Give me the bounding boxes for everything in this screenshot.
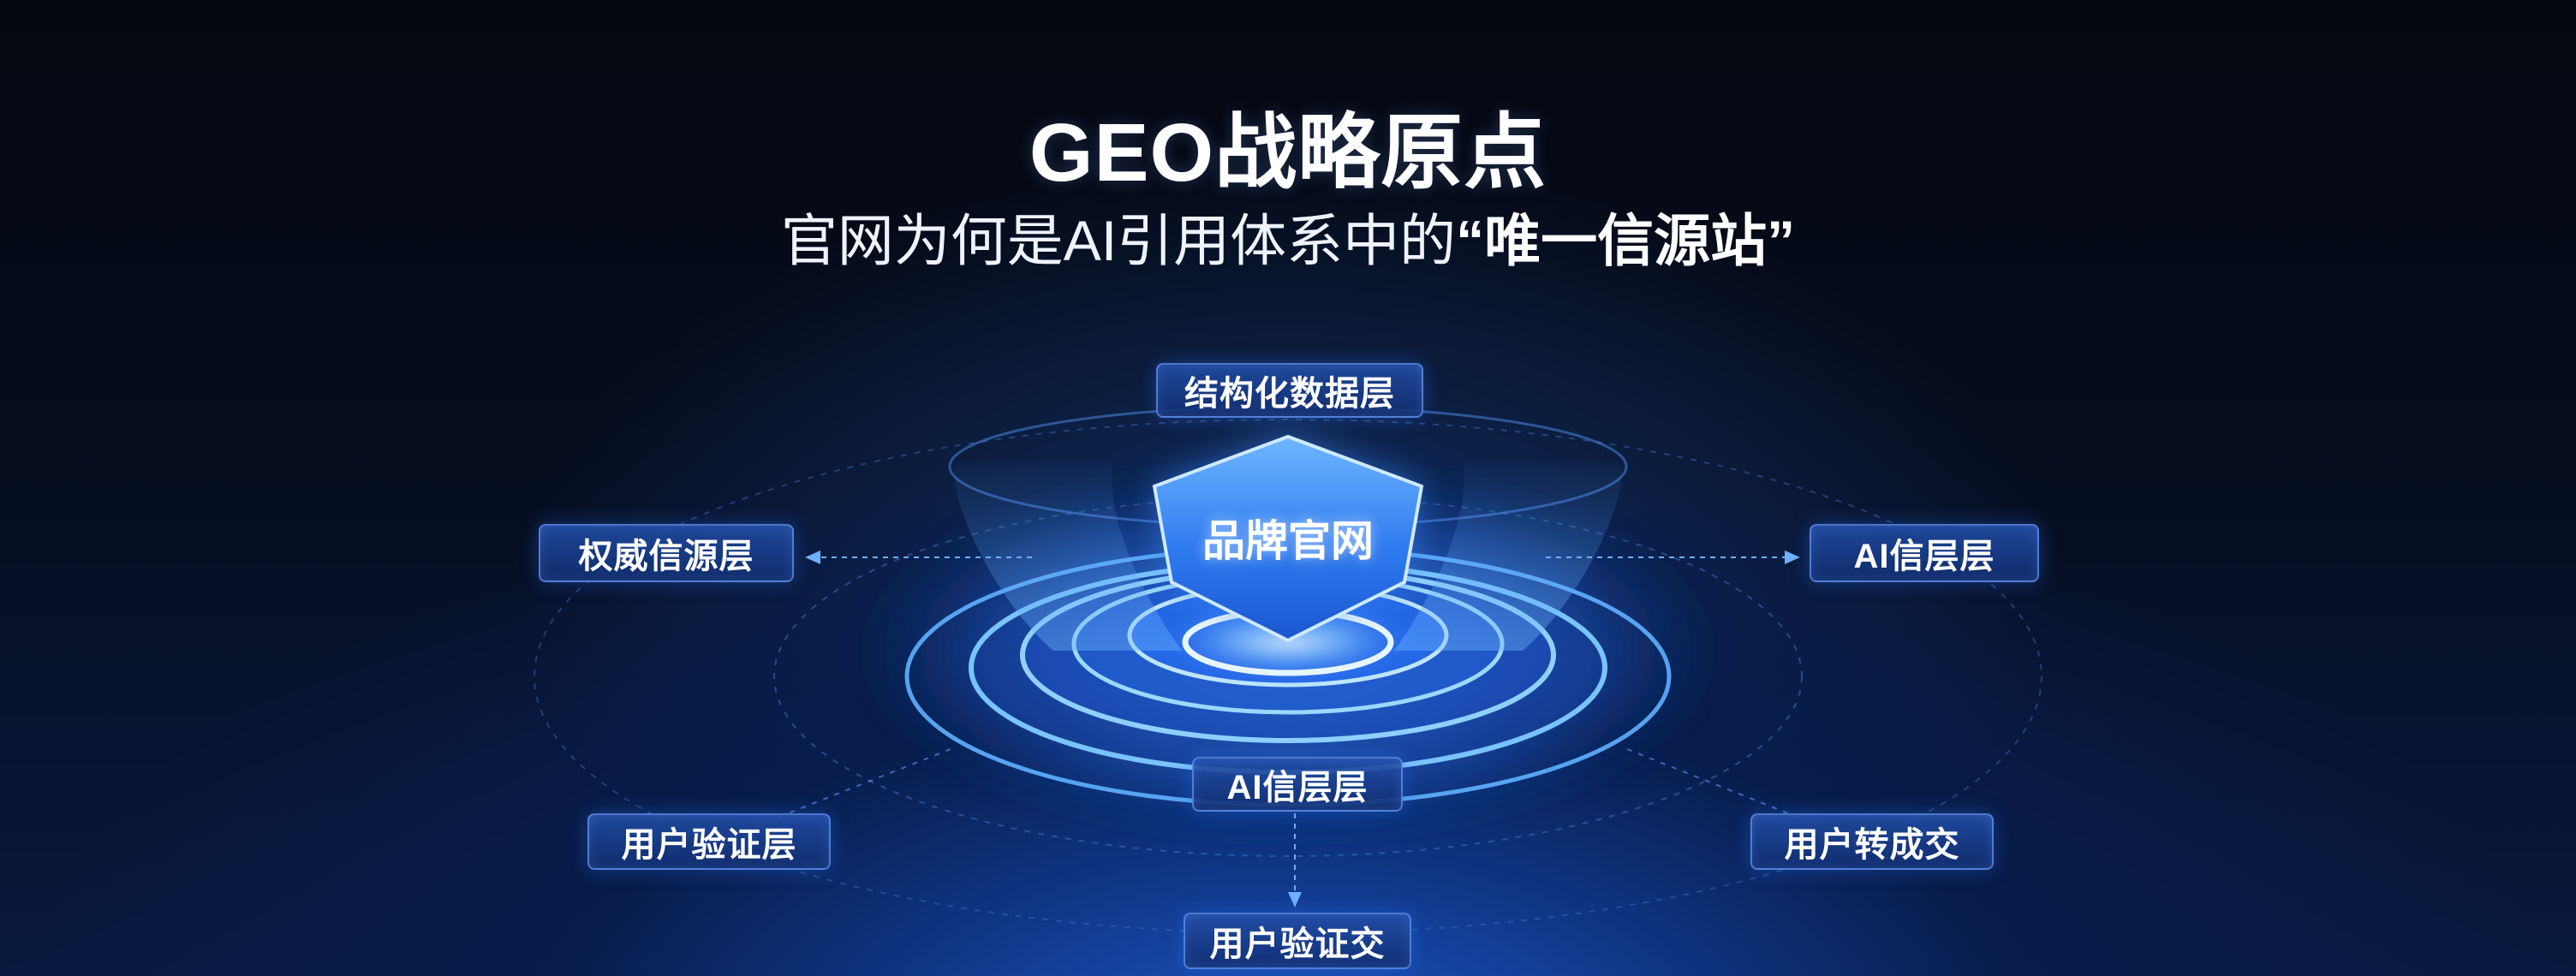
layer-box-left: 权威信源层 xyxy=(539,524,794,582)
layer-box-bottom-left: 用户验证层 xyxy=(587,813,831,870)
light-cone-right xyxy=(1394,462,1622,651)
page-subtitle: 官网为何是AI引用体系中的“唯一信源站” xyxy=(0,195,2576,277)
layer-box-bottom-right: 用户转成交 xyxy=(1750,813,1994,870)
core-label: 品牌官网 xyxy=(1202,517,1374,565)
layer-box-right: AI信层层 xyxy=(1810,524,2039,582)
light-cone-left xyxy=(954,462,1182,651)
page-title: GEO战略原点 xyxy=(1029,107,1547,199)
layer-box-top: 结构化数据层 xyxy=(1156,363,1423,418)
subtitle-text: 官网为何是AI引用体系中的 xyxy=(780,209,1457,272)
layer-box-bottom: 用户验证交 xyxy=(1184,913,1411,969)
connector-bottom-left xyxy=(770,748,951,821)
outer-orbit-ring xyxy=(534,419,2042,934)
subtitle-emphasis: “唯一信源站” xyxy=(1456,209,1796,272)
layer-box-center-bottom: AI信层层 xyxy=(1192,757,1403,812)
core-hexagon xyxy=(1152,434,1424,643)
connector-bottom-right xyxy=(1626,748,1806,821)
